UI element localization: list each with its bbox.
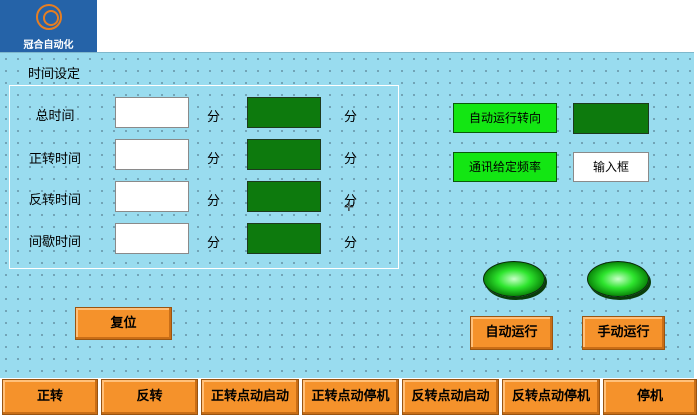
forward-time-input[interactable] <box>115 139 189 170</box>
logo-company-name: 冠合自动化 <box>23 40 74 51</box>
comm-frequency-input[interactable]: 输入框 <box>573 152 649 182</box>
reverse-time-label: 反转时间 <box>28 193 81 208</box>
comm-frequency-label: 通讯给定频率 <box>453 152 557 182</box>
auto-run-indicator-lamp <box>483 261 545 297</box>
pause-time-display-unit: 分 <box>344 236 358 251</box>
forward-jog-stop-button[interactable]: 正转点动停机 <box>302 379 399 415</box>
cursor-crosshair-icon: ✛ <box>344 200 355 214</box>
manual-run-indicator-lamp <box>587 261 649 297</box>
forward-time-display-unit: 分 <box>344 152 358 167</box>
reverse-time-display-unit: 分 <box>344 194 358 209</box>
auto-run-button[interactable]: 自动运行 <box>470 316 553 350</box>
forward-time-display <box>247 139 321 170</box>
pause-time-label: 间歇时间 <box>28 235 81 250</box>
total-time-display <box>247 97 321 128</box>
pause-time-display <box>247 223 321 254</box>
right-edge-strip <box>694 52 700 378</box>
forward-button[interactable]: 正转 <box>2 379 98 415</box>
reverse-jog-start-button[interactable]: 反转点动启动 <box>402 379 499 415</box>
total-time-input-unit: 分 <box>207 110 221 125</box>
forward-time-input-unit: 分 <box>207 152 221 167</box>
top-header-area <box>97 0 700 52</box>
pause-time-input[interactable] <box>115 223 189 254</box>
forward-time-label: 正转时间 <box>28 152 81 167</box>
reset-button[interactable]: 复位 <box>75 307 172 340</box>
total-time-label: 总时间 <box>35 109 75 124</box>
stop-button[interactable]: 停机 <box>603 379 697 415</box>
reverse-time-display <box>247 181 321 212</box>
manual-run-button[interactable]: 手动运行 <box>582 316 665 350</box>
logo-emblem-icon <box>36 4 62 30</box>
reverse-time-input[interactable] <box>115 181 189 212</box>
total-time-input[interactable] <box>115 97 189 128</box>
total-time-display-unit: 分 <box>344 110 358 125</box>
auto-run-direction-display <box>573 103 649 134</box>
pause-time-input-unit: 分 <box>207 236 221 251</box>
time-settings-group <box>9 85 399 269</box>
logo: 冠合自动化 <box>0 0 97 54</box>
reverse-time-input-unit: 分 <box>207 194 221 209</box>
reverse-button[interactable]: 反转 <box>101 379 198 415</box>
reverse-jog-stop-button[interactable]: 反转点动停机 <box>502 379 600 415</box>
forward-jog-start-button[interactable]: 正转点动启动 <box>201 379 299 415</box>
auto-run-direction-label: 自动运行转向 <box>453 103 557 133</box>
time-settings-title: 时间设定 <box>28 67 81 82</box>
